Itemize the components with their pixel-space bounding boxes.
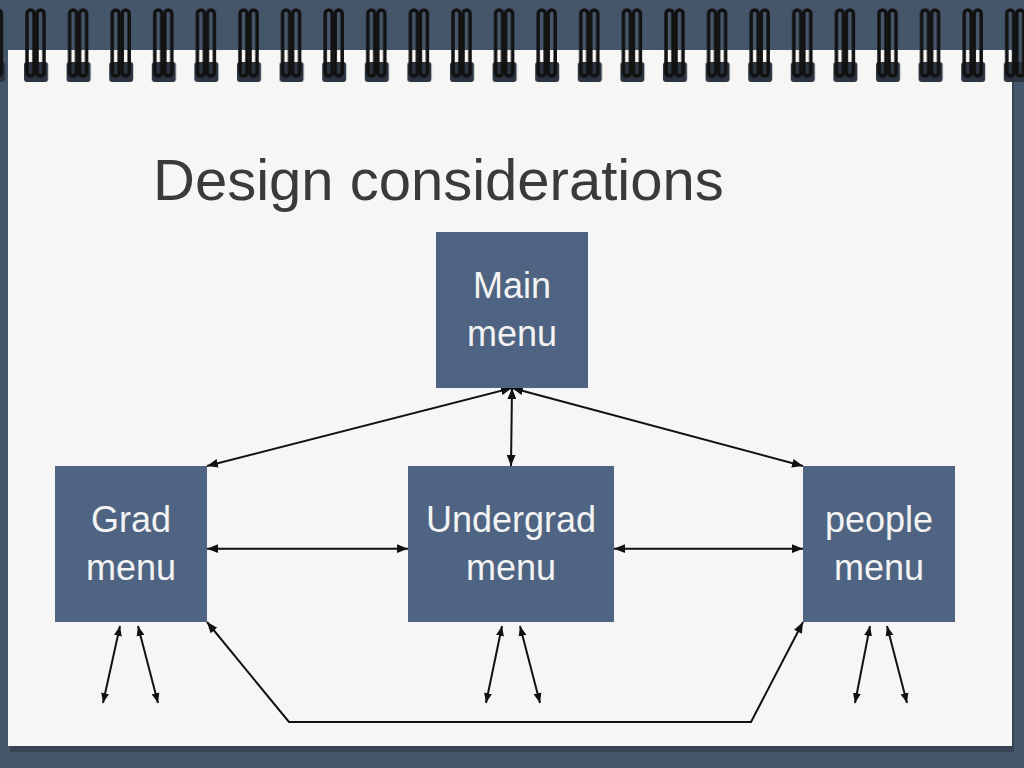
exit-arrow bbox=[486, 626, 502, 703]
spiral-binding bbox=[0, 0, 1024, 90]
menu-label: people menu bbox=[817, 496, 941, 592]
exit-arrow bbox=[887, 626, 907, 703]
menu-label: Main menu bbox=[450, 262, 574, 358]
menu-label: Grad menu bbox=[69, 496, 193, 592]
menu-link bbox=[207, 548, 408, 550]
paper-sheet bbox=[8, 50, 1012, 746]
slide-title: Design considerations bbox=[153, 146, 724, 213]
menu-link bbox=[512, 388, 803, 466]
menu-link bbox=[614, 548, 803, 550]
exit-arrow bbox=[103, 626, 120, 703]
menu-link bbox=[207, 388, 512, 466]
menu-box: people menu bbox=[803, 466, 955, 622]
exit-arrow bbox=[855, 626, 870, 703]
menu-box: Main menu bbox=[436, 232, 588, 388]
exit-arrow bbox=[138, 626, 158, 703]
menu-link bbox=[207, 622, 803, 722]
menu-link bbox=[511, 388, 512, 466]
menu-label: Undergrad menu bbox=[422, 496, 600, 592]
menu-box: Grad menu bbox=[55, 466, 207, 622]
menu-box: Undergrad menu bbox=[408, 466, 614, 622]
exit-arrow bbox=[520, 626, 540, 703]
